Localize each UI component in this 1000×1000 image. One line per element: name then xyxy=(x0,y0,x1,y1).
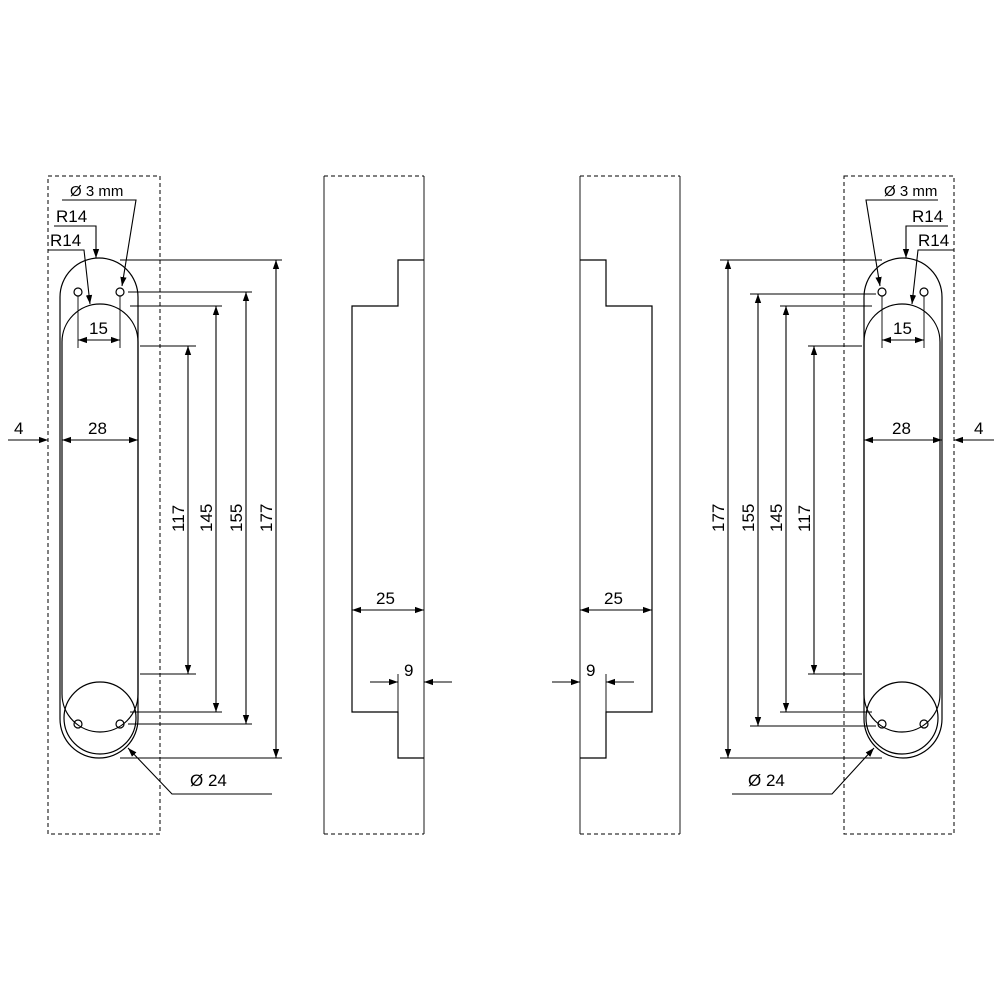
right-dim-117-label: 117 xyxy=(795,505,814,532)
right-dim-145-label: 145 xyxy=(767,504,786,532)
left-hole-diameter-label: Ø 3 mm xyxy=(70,183,123,200)
left-dim-145-label: 145 xyxy=(197,504,216,532)
left-width-label: 28 xyxy=(88,419,107,438)
left-side-depth-label: 25 xyxy=(376,589,395,608)
right-door-edge-outline xyxy=(843,175,955,835)
right-side-profile xyxy=(580,259,653,759)
left-radius-2-leader xyxy=(48,249,93,305)
right-bottom-circle xyxy=(865,681,939,755)
right-radius-2-label: R14 xyxy=(918,231,949,250)
left-hole-top-1 xyxy=(73,287,83,297)
right-dim-177-label: 177 xyxy=(709,504,728,532)
right-hole-bottom-2 xyxy=(919,719,929,729)
right-hole-top-1 xyxy=(877,287,887,297)
right-radius-1-label: R14 xyxy=(912,207,943,226)
right-radius-2-leader xyxy=(909,249,954,305)
right-side-depth-label: 25 xyxy=(604,589,623,608)
right-hole-spacing-label: 15 xyxy=(893,319,912,338)
left-dim-117-label: 117 xyxy=(169,505,188,532)
left-dim-177-label: 177 xyxy=(257,504,276,532)
left-radius-1-leader xyxy=(54,225,100,258)
left-hole-top-2 xyxy=(115,287,125,297)
right-dim-155-label: 155 xyxy=(739,504,758,532)
left-radius-2-label: R14 xyxy=(50,231,81,250)
left-hole-bottom-2 xyxy=(115,719,125,729)
right-circle-diameter-leader xyxy=(732,747,875,795)
left-front-view: Ø 3 mm R14 R14 15 28 4 117 145 155 xyxy=(8,175,282,835)
left-side-profile xyxy=(351,259,424,759)
right-hole-top-2 xyxy=(919,287,929,297)
left-bottom-circle xyxy=(63,681,137,755)
right-offset-label: 4 xyxy=(974,419,983,438)
left-hole-diameter-leader xyxy=(62,199,137,287)
right-inner-slot xyxy=(863,303,941,733)
left-hole-bottom-1 xyxy=(73,719,83,729)
right-front-view: Ø 3 mm R14 R14 15 28 4 177 155 145 xyxy=(709,175,994,835)
left-door-edge-outline xyxy=(47,175,161,835)
left-circle-diameter-leader xyxy=(127,747,272,795)
right-side-step-label: 9 xyxy=(586,661,595,680)
right-radius-1-leader xyxy=(902,225,948,258)
right-hole-bottom-1 xyxy=(877,719,887,729)
left-offset-label: 4 xyxy=(14,419,23,438)
right-side-view: 25 9 xyxy=(552,175,681,835)
left-side-step-label: 9 xyxy=(404,661,413,680)
left-dim-155-label: 155 xyxy=(227,504,246,532)
left-circle-diameter-label: Ø 24 xyxy=(190,771,227,790)
left-radius-1-label: R14 xyxy=(56,207,87,226)
left-inner-slot xyxy=(61,303,139,733)
left-hole-spacing-label: 15 xyxy=(89,319,108,338)
right-hole-diameter-leader xyxy=(865,199,938,287)
right-width-label: 28 xyxy=(892,419,911,438)
right-circle-diameter-label: Ø 24 xyxy=(748,771,785,790)
left-side-view: 25 9 xyxy=(323,175,452,835)
right-hole-diameter-label: Ø 3 mm xyxy=(884,183,937,200)
